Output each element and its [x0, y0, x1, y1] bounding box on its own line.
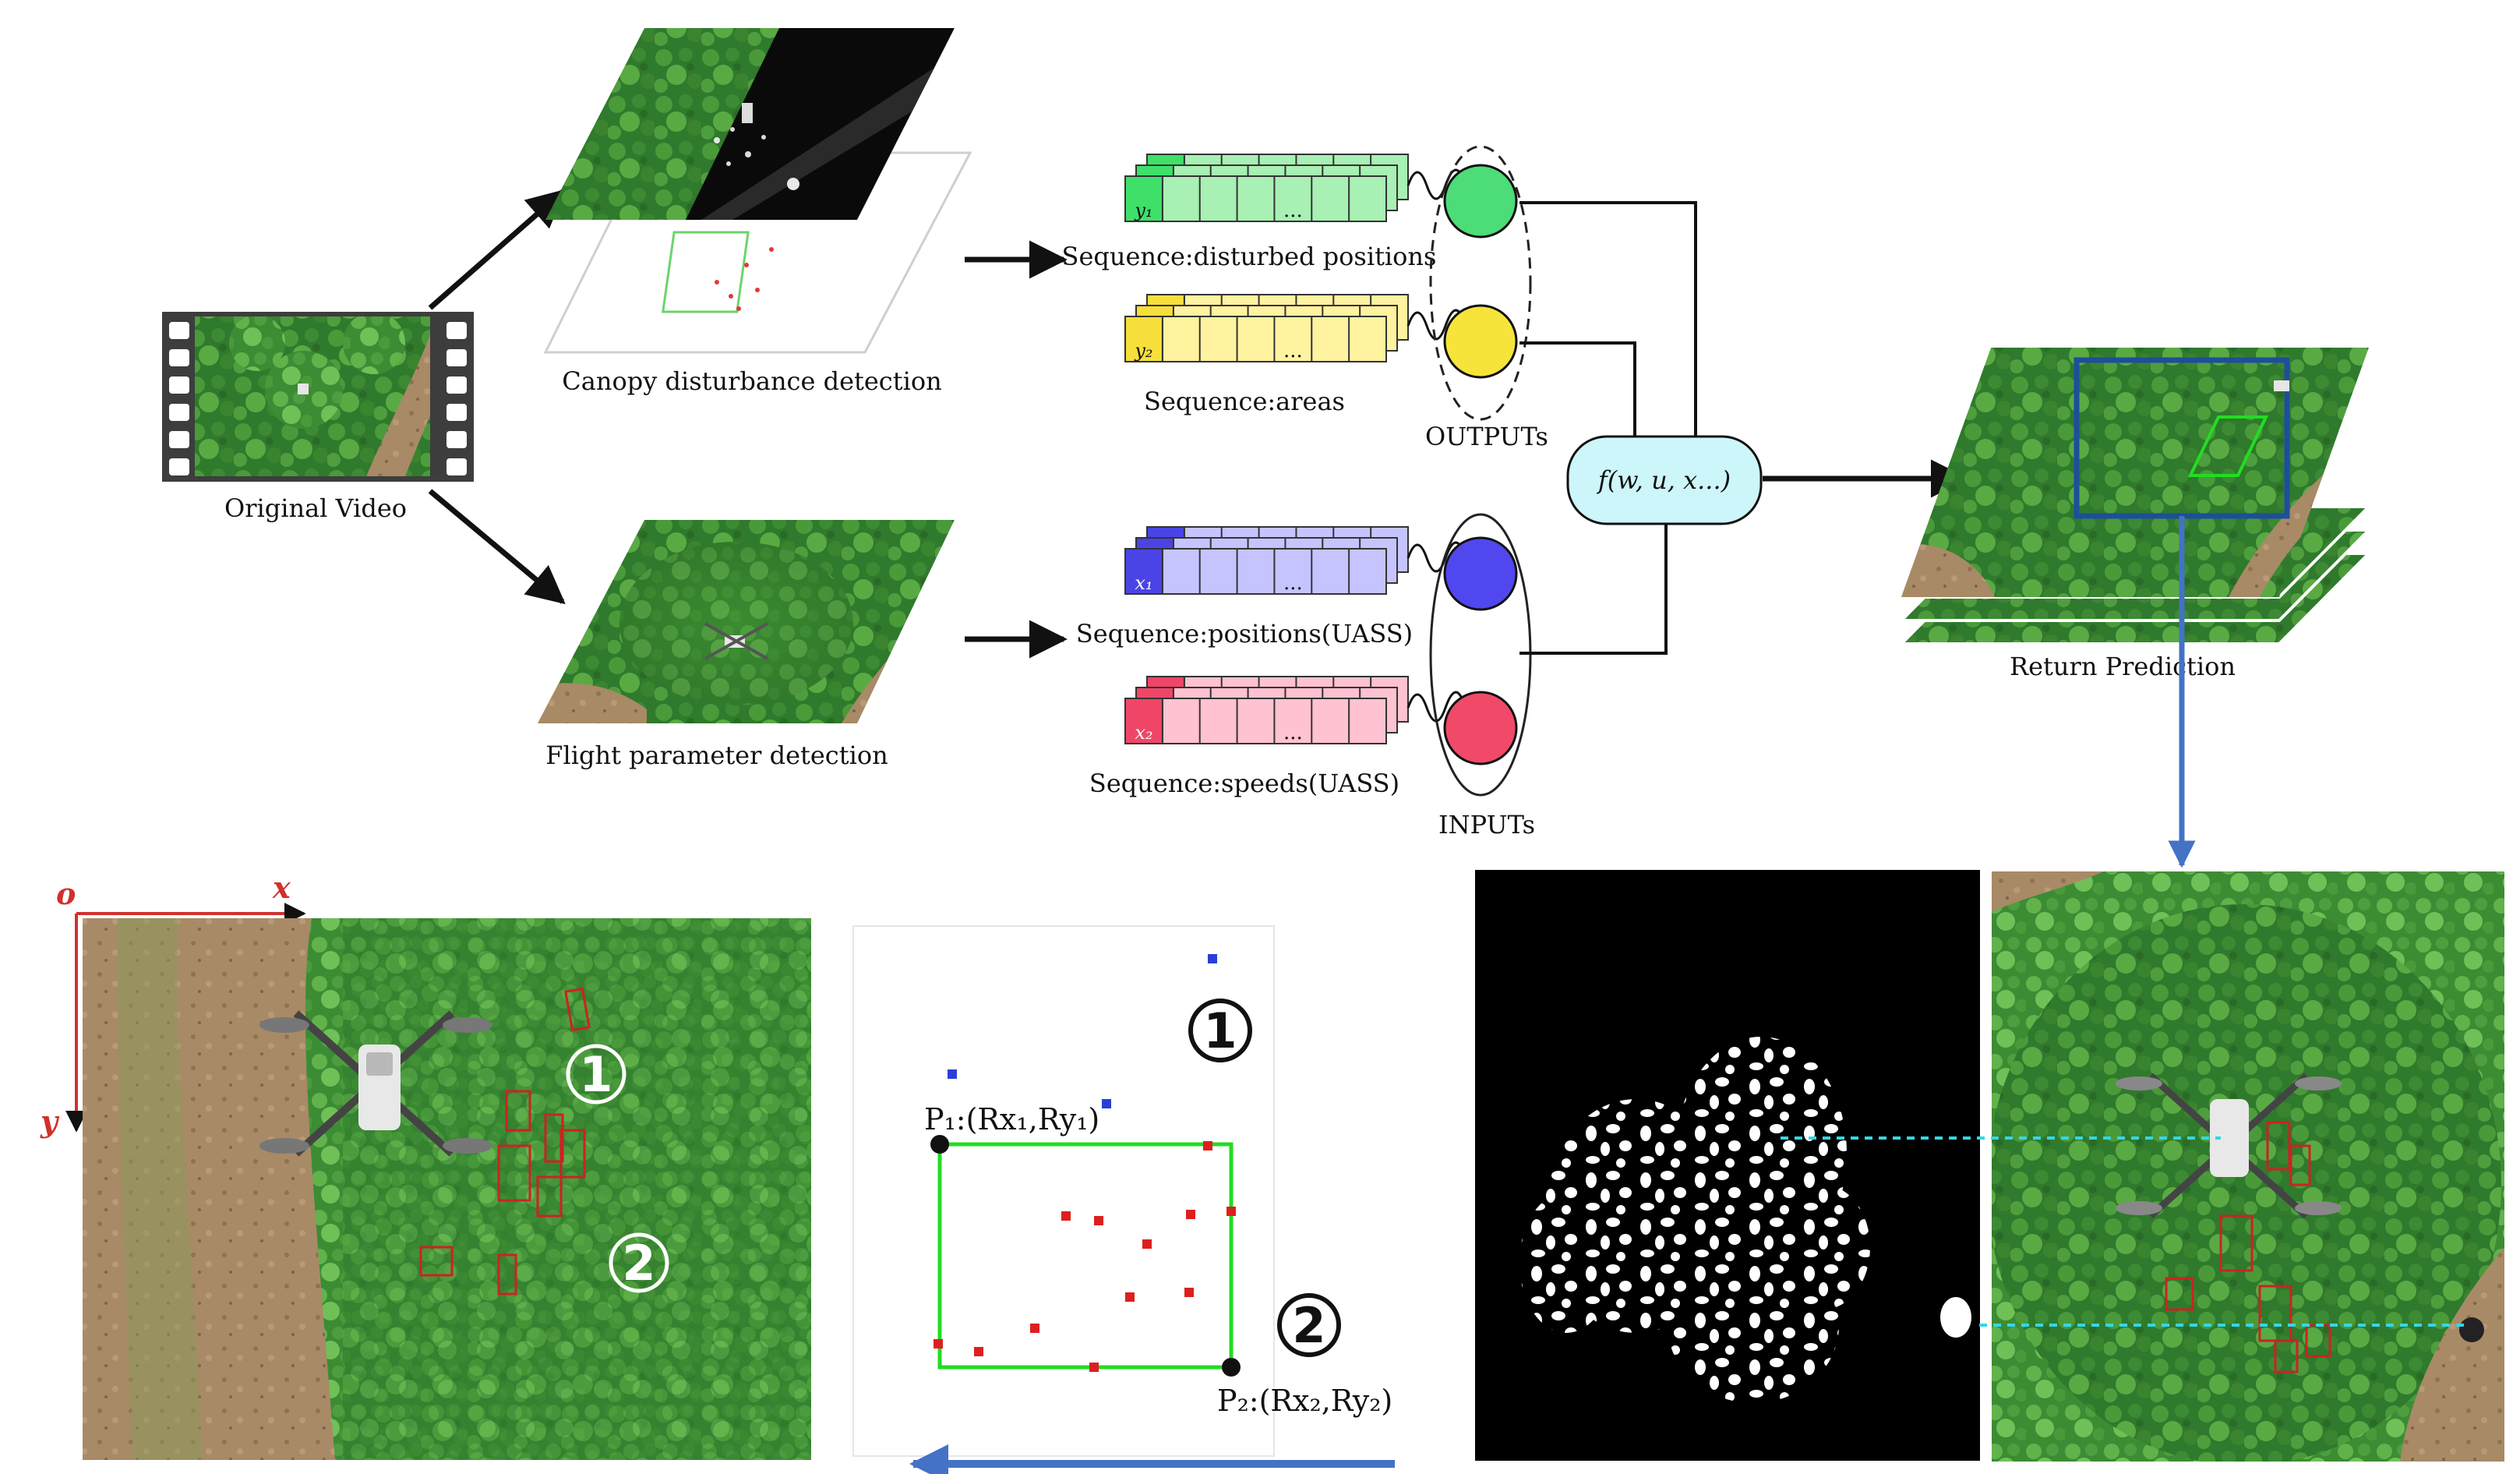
binary-mask-image: [1475, 870, 1980, 1461]
node-y2: [1443, 304, 1518, 379]
svg-text:2: 2: [1292, 1297, 1325, 1354]
correspondence-lines: [1781, 1136, 2470, 1327]
blue-points: [948, 954, 1217, 1108]
canopy-detection-stack: [543, 28, 972, 354]
sequence-x2: x₂... Sequence:speeds(UASS): [1089, 676, 1518, 798]
svg-text:2: 2: [622, 1235, 655, 1292]
aerial-image-left: [83, 918, 811, 1460]
svg-text:1: 1: [579, 1046, 612, 1103]
sequence-y2-symbol: y₂: [1134, 340, 1152, 362]
sequence-x2-ellipsis: ...: [1283, 721, 1303, 744]
flight-detection-image: [538, 520, 955, 723]
outputs-label: OUTPUTs: [1425, 422, 1548, 451]
drone-left: [259, 1010, 492, 1157]
coordinate-axes: o x y: [40, 870, 306, 1139]
drone-right: [2116, 1073, 2342, 1219]
film-holes-right: [446, 322, 467, 475]
marker-1-mid: 1: [1188, 999, 1252, 1062]
bounding-region: [937, 1142, 1234, 1370]
red-boxes-left: [419, 987, 591, 1295]
function-connectors: [1519, 201, 1697, 655]
sequence-y2: y₂... Sequence:areas: [1124, 294, 1518, 416]
sequence-y2-ellipsis: ...: [1283, 339, 1303, 362]
node-x2: [1443, 691, 1518, 765]
return-prediction-label: Return Prediction: [2010, 652, 2236, 681]
sequence-x1-label: Sequence:positions(UASS): [1076, 619, 1413, 649]
function-node: [1566, 435, 1763, 525]
inputs-label: INPUTs: [1438, 810, 1535, 840]
node-y1: [1443, 164, 1518, 239]
canopy-detection-label: Canopy disturbance detection: [562, 366, 941, 396]
sequence-x1-symbol: x₁: [1135, 572, 1152, 594]
point-p1-label: P₁:(Rx₁,Ry₁): [924, 1102, 1099, 1136]
arrow-to-flight: [428, 489, 566, 605]
sequence-x2-label: Sequence:speeds(UASS): [1089, 769, 1399, 798]
sequence-y1: y₁... Sequence:disturbed positions: [1062, 154, 1518, 271]
point-p2-label: P₂:(Rx₂,Ry₂): [1217, 1384, 1392, 1418]
point-p1: [930, 1135, 949, 1154]
sequence-y1-label: Sequence:disturbed positions: [1062, 242, 1437, 271]
outputs-ellipse: [1429, 145, 1532, 421]
function-label: f(w, u, x...): [1597, 465, 1731, 495]
marker-2-left: 2: [609, 1232, 669, 1293]
aerial-image-right: [1992, 871, 2504, 1462]
return-prediction-stack: [1897, 348, 2373, 645]
sequence-x1: x₁... Sequence:positions(UASS): [1076, 526, 1518, 649]
sequence-y2-label: Sequence:areas: [1144, 387, 1345, 416]
film-holes-left: [169, 322, 189, 475]
x-axis-label: x: [272, 870, 291, 905]
marker-1-left: 1: [566, 1044, 626, 1105]
scatter-plot-panel: 1 P₁:(Rx₁,Ry₁) P₂:(Rx₂,Ry₂) 2: [852, 925, 1392, 1457]
sequence-y1-symbol: y₁: [1134, 200, 1152, 221]
sequence-x1-ellipsis: ...: [1283, 571, 1303, 595]
sequence-x2-symbol: x₂: [1135, 722, 1152, 744]
y-axis-label: y: [40, 1104, 60, 1139]
point-p2: [1222, 1358, 1241, 1377]
sequence-y1-ellipsis: ...: [1283, 199, 1303, 222]
prediction-green-box: [2187, 415, 2269, 477]
red-points: [934, 1141, 1236, 1372]
flight-detection-label: Flight parameter detection: [545, 741, 888, 770]
arrow-to-canopy: [428, 189, 566, 310]
original-video-filmstrip: [162, 312, 474, 482]
original-video-label: Original Video: [224, 493, 407, 523]
marker-2-mid: 2: [1277, 1293, 1341, 1357]
node-x1: [1443, 536, 1518, 611]
origin-label: o: [56, 876, 76, 911]
sequence-blocks: y₁... Sequence:disturbed positions y₂... Se…: [1062, 154, 1518, 798]
svg-text:1: 1: [1203, 1002, 1237, 1059]
